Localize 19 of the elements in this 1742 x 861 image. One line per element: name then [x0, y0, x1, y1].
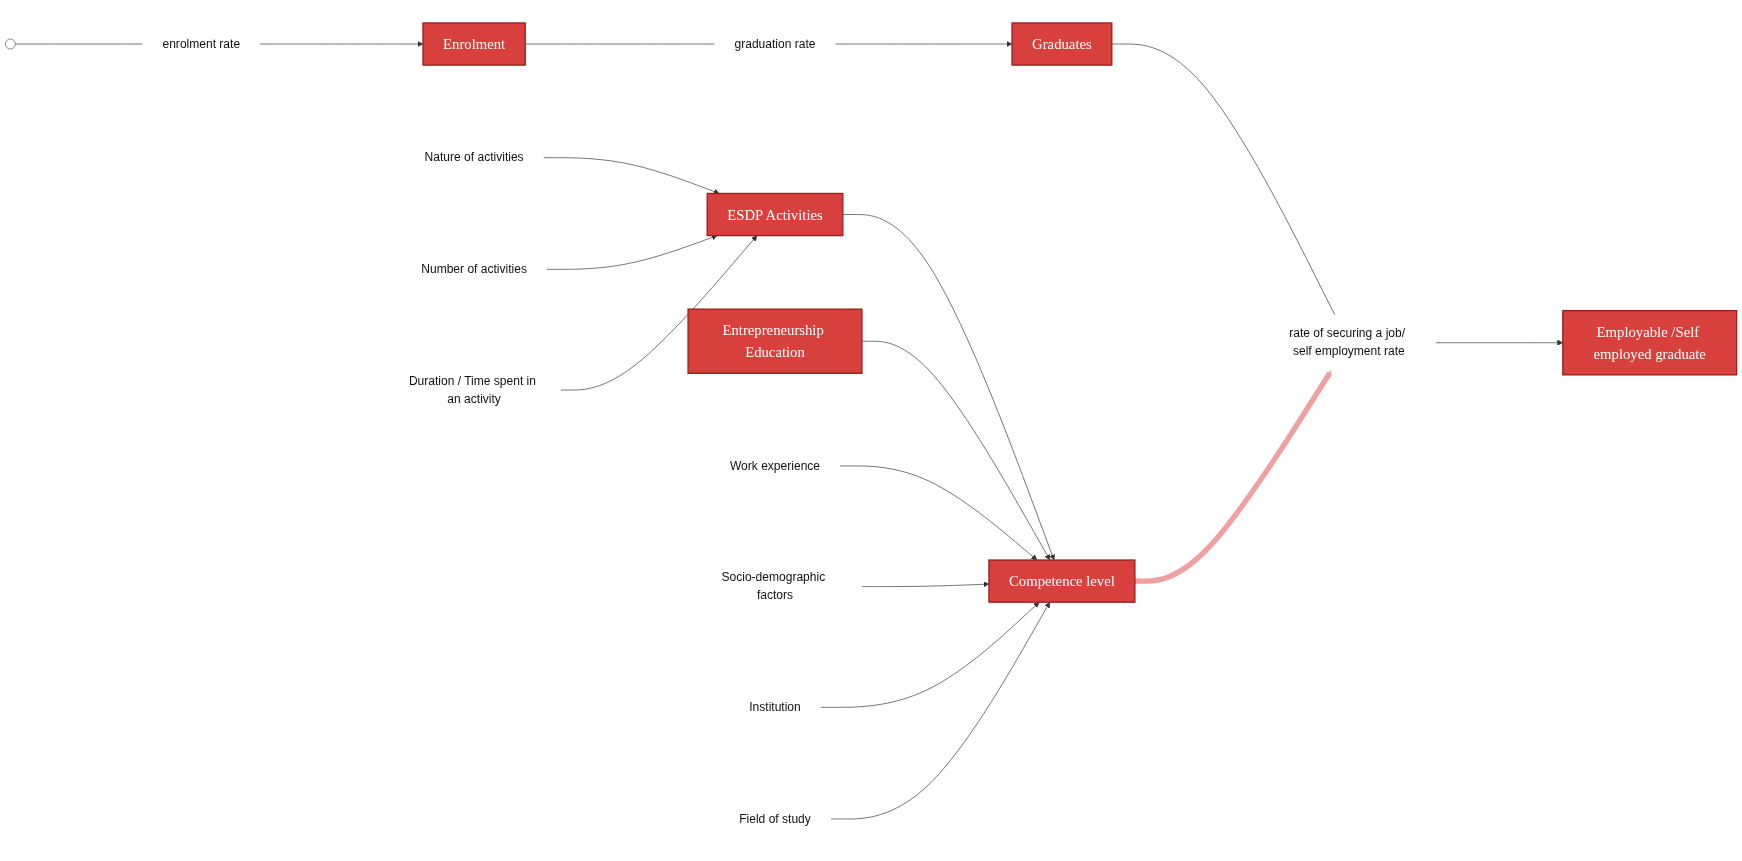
node-text: Socio-demographic factors [721, 570, 826, 603]
node-text: Number of activities [421, 262, 527, 276]
node-text: rate of securing a job/ self employment rate [1289, 326, 1406, 359]
arrow [1134, 370, 1332, 584]
node-cloud [5, 38, 16, 50]
node-text: Field of study [739, 811, 811, 826]
node-text: Duration / Time spent in an activity [408, 374, 536, 406]
node-box: Employable /Self employed graduate [1562, 309, 1738, 376]
node-box: Graduates [1011, 22, 1113, 66]
node-text: graduation rate [734, 37, 816, 51]
node-box: ESDP Activities [706, 192, 844, 237]
node-box: Entrepreneurship Education [687, 308, 863, 374]
connector [1111, 43, 1336, 315]
node-box: Competence level [988, 559, 1136, 603]
node-box: Enrolment [422, 22, 526, 66]
node-text: Institution [749, 700, 801, 714]
node-text: enrolment rate [162, 37, 241, 51]
node-text: Work experience [729, 458, 821, 473]
node-text: Nature of activities [424, 150, 524, 165]
